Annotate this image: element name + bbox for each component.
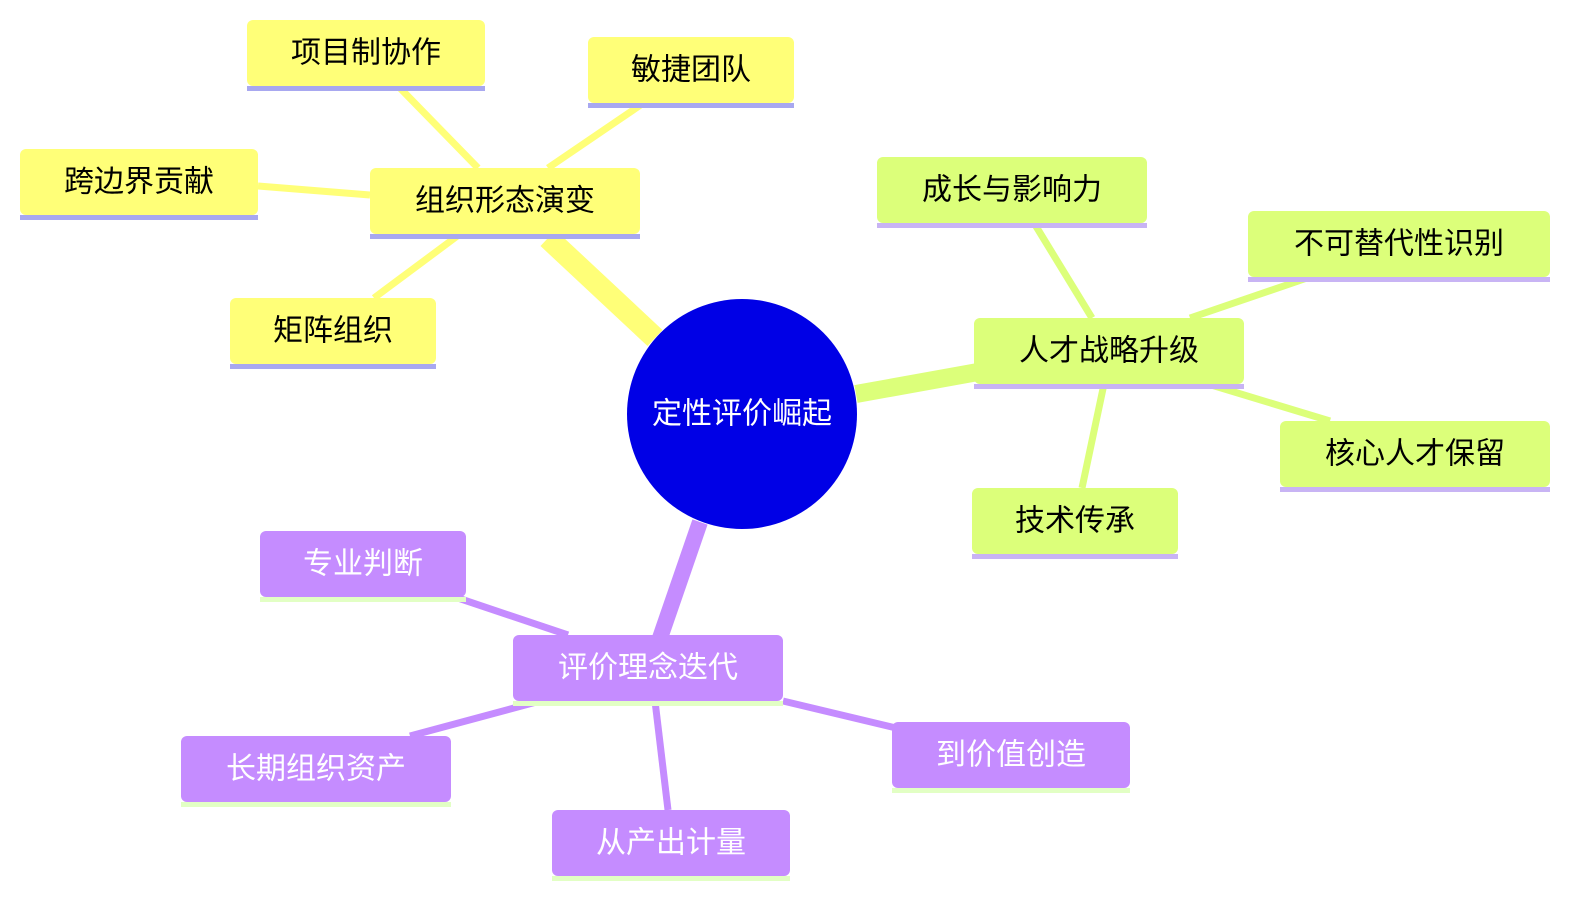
leaf-node-2-1-underline — [181, 802, 451, 807]
leaf-node-1-2-box — [1280, 421, 1550, 487]
edge-branch-2-child-2 — [651, 700, 672, 811]
root-node-circle — [627, 299, 857, 529]
leaf-node-2-1-label: 长期组织资产 — [226, 752, 406, 787]
leaf-node-0-1-box — [588, 37, 794, 103]
edge-branch-0-child-2 — [257, 182, 371, 199]
leaf-node-2-0[interactable]: 专业判断 — [260, 531, 466, 602]
leaf-node-1-3-underline — [972, 554, 1178, 559]
leaf-node-2-2-underline — [552, 876, 790, 881]
branch-node-0-underline — [370, 234, 640, 239]
branch-node-1-underline — [974, 384, 1244, 389]
branch-node-2[interactable]: 评价理念迭代 — [513, 635, 783, 706]
leaf-node-1-1-underline — [1248, 277, 1550, 282]
leaf-node-2-1[interactable]: 长期组织资产 — [181, 736, 451, 807]
edge-branch-1-child-1 — [1188, 273, 1312, 322]
root-node-label: 定性评价崛起 — [652, 397, 832, 432]
leaf-node-1-3[interactable]: 技术传承 — [972, 488, 1178, 559]
leaf-node-0-2[interactable]: 跨边界贡献 — [20, 149, 258, 220]
leaf-node-0-0-box — [247, 20, 485, 86]
leaf-node-2-3-label: 到价值创造 — [936, 738, 1086, 773]
leaf-node-0-1-label: 敏捷团队 — [631, 53, 751, 88]
branch-node-1[interactable]: 人才战略升级 — [974, 318, 1244, 389]
leaf-node-0-3[interactable]: 矩阵组织 — [230, 298, 436, 369]
leaf-node-0-2-label: 跨边界贡献 — [64, 165, 214, 200]
leaf-node-0-3-underline — [230, 364, 436, 369]
branch-node-2-label: 评价理念迭代 — [558, 651, 738, 686]
root-node[interactable]: 定性评价崛起 — [627, 299, 857, 529]
leaf-node-1-1-label: 不可替代性识别 — [1294, 227, 1504, 262]
leaf-node-0-0[interactable]: 项目制协作 — [247, 20, 485, 91]
leaf-node-1-3-label: 技术传承 — [1015, 504, 1135, 539]
leaf-node-0-2-box — [20, 149, 258, 215]
branch-node-2-underline — [513, 701, 783, 706]
leaf-node-1-2-underline — [1280, 487, 1550, 492]
leaf-node-1-0-box — [877, 157, 1147, 223]
leaf-node-2-0-box — [260, 531, 466, 597]
leaf-node-1-0-underline — [877, 223, 1147, 228]
edge-root-branch-2 — [652, 519, 708, 641]
edge-branch-0-child-3 — [371, 231, 463, 301]
edge-branch-1-child-3 — [1078, 383, 1108, 489]
leaf-node-2-0-underline — [260, 597, 466, 602]
leaf-node-2-0-label: 专业判断 — [303, 547, 423, 582]
edge-branch-0-child-1 — [546, 101, 644, 171]
branch-node-1-box — [974, 318, 1244, 384]
edge-branch-1-child-2 — [1206, 380, 1332, 425]
leaf-node-2-2-box — [552, 810, 790, 876]
leaf-node-1-3-box — [972, 488, 1178, 554]
leaf-node-1-2[interactable]: 核心人才保留 — [1280, 421, 1550, 492]
branch-node-0[interactable]: 组织形态演变 — [370, 168, 640, 239]
branch-node-0-label: 组织形态演变 — [415, 184, 595, 219]
branch-node-0-box — [370, 168, 640, 234]
leaf-node-0-0-underline — [247, 86, 485, 91]
leaf-node-1-1[interactable]: 不可替代性识别 — [1248, 211, 1550, 282]
leaf-node-2-3-underline — [892, 788, 1130, 793]
edge-branch-2-child-1 — [409, 697, 541, 740]
branch-node-1-label: 人才战略升级 — [1019, 334, 1199, 369]
leaf-node-1-0-label: 成长与影响力 — [922, 173, 1102, 208]
leaf-node-0-1-underline — [588, 103, 794, 108]
edge-root-branch-1 — [854, 363, 980, 403]
leaf-node-2-3-box — [892, 722, 1130, 788]
leaf-node-0-3-label: 矩阵组织 — [273, 314, 393, 349]
edge-branch-0-child-0 — [395, 83, 481, 171]
leaf-node-1-0[interactable]: 成长与影响力 — [877, 157, 1147, 228]
leaf-node-0-1[interactable]: 敏捷团队 — [588, 37, 794, 108]
leaf-node-0-3-box — [230, 298, 436, 364]
leaf-node-2-2[interactable]: 从产出计量 — [552, 810, 790, 881]
branch-node-2-box — [513, 635, 783, 701]
leaf-node-2-2-label: 从产出计量 — [596, 826, 746, 861]
leaf-node-2-3[interactable]: 到价值创造 — [892, 722, 1130, 793]
leaf-node-2-1-box — [181, 736, 451, 802]
edge-branch-2-child-0 — [450, 592, 570, 639]
leaf-node-1-2-label: 核心人才保留 — [1325, 437, 1505, 472]
leaf-node-0-0-label: 项目制协作 — [291, 36, 441, 71]
edge-branch-1-child-0 — [1031, 221, 1095, 320]
mindmap-edges — [257, 83, 1332, 811]
edge-root-branch-0 — [540, 229, 663, 347]
leaf-node-1-1-box — [1248, 211, 1550, 277]
edge-branch-2-child-3 — [782, 697, 897, 732]
leaf-node-0-2-underline — [20, 215, 258, 220]
